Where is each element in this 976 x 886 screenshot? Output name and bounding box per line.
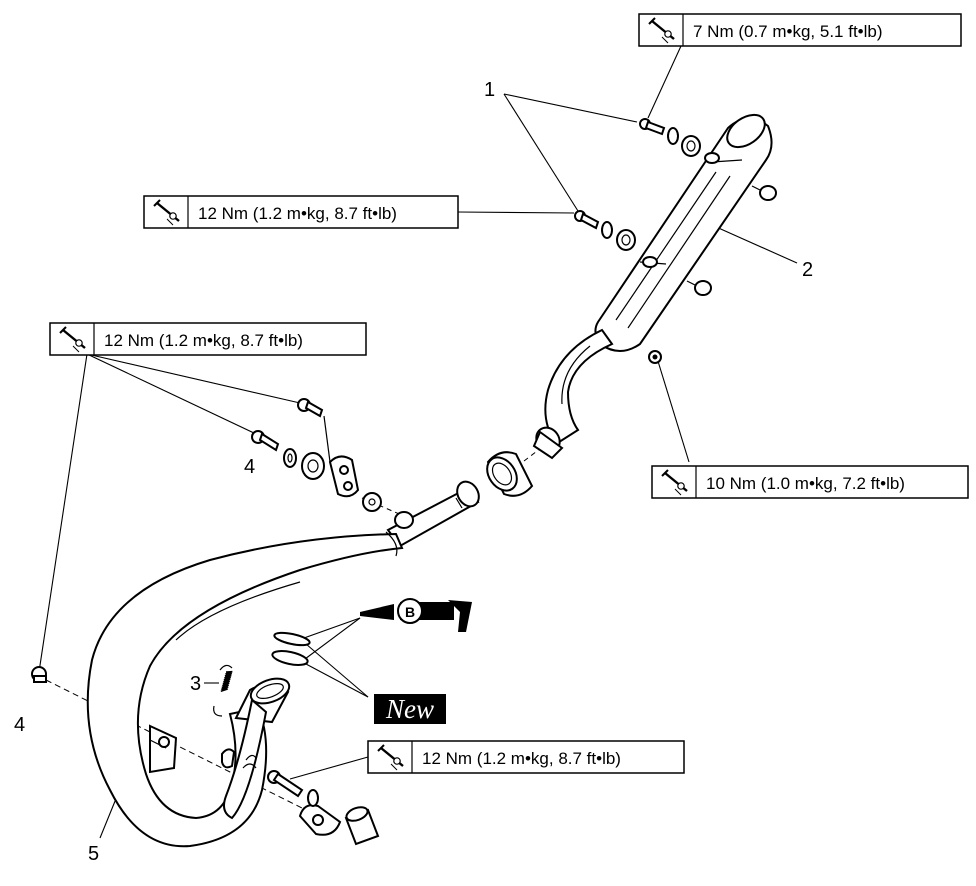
- muffler-side-collars: [686, 185, 777, 296]
- leader-t3-c: [38, 353, 88, 673]
- gaskets-o-rings: [271, 631, 311, 666]
- leader-2: [713, 225, 798, 264]
- muffler-bottom-bolt: [648, 350, 662, 364]
- grease-gun-icon: B: [360, 598, 472, 632]
- header-lower-fastener: [267, 770, 380, 846]
- leader-t5: [289, 756, 369, 780]
- callout-4-lower: 4: [14, 714, 25, 736]
- callout-3: 3: [190, 673, 201, 695]
- new-label: New: [385, 694, 434, 724]
- callout-4-upper: 4: [244, 456, 255, 478]
- leader-t3-b: [86, 353, 257, 435]
- torque-spec-5: 12 Nm (1.2 m•kg, 8.7 ft•lb): [367, 740, 685, 774]
- callout-2: 2: [802, 259, 813, 281]
- leader-new-a: [305, 643, 369, 698]
- axis-dashed-upper: [361, 497, 405, 517]
- header-side-bolt: [31, 666, 47, 683]
- leader-1-lower: [503, 93, 579, 212]
- leader-new-b: [305, 663, 369, 698]
- leader-t3-a: [86, 353, 301, 404]
- header-mount-bolts: [251, 398, 382, 512]
- torque-value-2: 12 Nm (1.2 m•kg, 8.7 ft•lb): [198, 204, 397, 223]
- torque-spec-2: 12 Nm (1.2 m•kg, 8.7 ft•lb): [143, 195, 459, 229]
- leader-t2: [457, 211, 575, 214]
- leader-grease-a: [303, 617, 361, 639]
- new-parts-badge: New: [374, 694, 446, 724]
- muffler-lower-fastener: [574, 210, 636, 251]
- joint-band: [486, 451, 534, 497]
- leader-grease-b: [304, 617, 361, 660]
- callout-5: 5: [88, 843, 99, 865]
- silencer-muffler: [532, 113, 773, 460]
- torque-value-5: 12 Nm (1.2 m•kg, 8.7 ft•lb): [422, 749, 621, 768]
- exhaust-spring: [213, 664, 233, 717]
- torque-spec-1: 7 Nm (0.7 m•kg, 5.1 ft•lb): [638, 13, 962, 47]
- leader-t1: [647, 45, 682, 119]
- torque-value-1: 7 Nm (0.7 m•kg, 5.1 ft•lb): [693, 22, 883, 41]
- torque-spec-3: 12 Nm (1.2 m•kg, 8.7 ft•lb): [49, 322, 367, 356]
- torque-value-4: 10 Nm (1.0 m•kg, 7.2 ft•lb): [706, 474, 905, 493]
- callout-1: 1: [484, 79, 495, 101]
- grease-letter: B: [405, 604, 415, 620]
- torque-value-3: 12 Nm (1.2 m•kg, 8.7 ft•lb): [104, 331, 303, 350]
- muffler-upper-fastener: [639, 118, 701, 157]
- exhaust-header-pipe: [86, 480, 480, 848]
- leader-1-upper: [503, 93, 638, 123]
- leader-t4: [656, 357, 690, 463]
- torque-spec-4: 10 Nm (1.0 m•kg, 7.2 ft•lb): [651, 465, 969, 499]
